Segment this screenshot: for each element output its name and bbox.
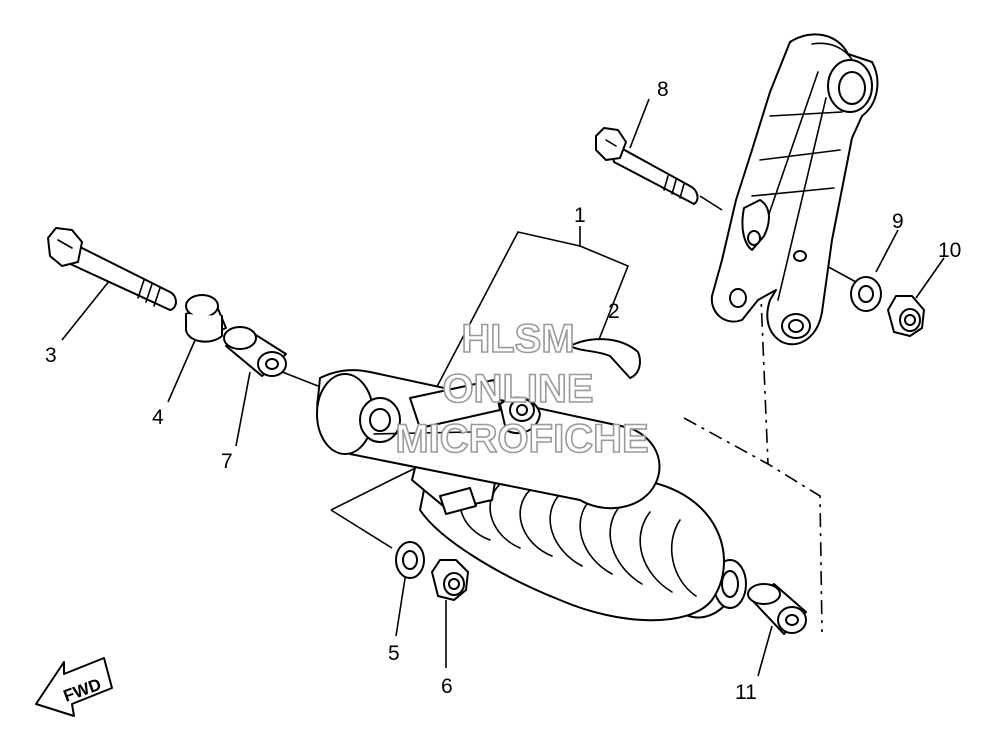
spacer-7 — [223, 326, 287, 377]
callout-4: 4 — [152, 406, 164, 429]
callout-labels: 1 2 3 4 5 6 7 8 9 10 11 — [45, 78, 961, 704]
callout-9: 9 — [892, 210, 904, 233]
bolt-8 — [595, 127, 699, 205]
callout-11: 11 — [735, 681, 757, 704]
watermark-line-1: HLSM — [461, 317, 574, 361]
collar-11 — [747, 583, 807, 635]
leader-lines — [61, 98, 945, 677]
collar-4 — [185, 294, 227, 343]
watermark: HLSM ONLINE MICROFICHE — [395, 316, 650, 462]
nut-10 — [887, 295, 925, 337]
callout-5: 5 — [388, 642, 400, 665]
washer-9 — [850, 276, 882, 312]
relay-arm — [710, 33, 879, 346]
shock-absorber — [316, 338, 747, 622]
callout-1: 1 — [574, 204, 586, 227]
callout-8: 8 — [657, 78, 669, 101]
watermark-line-2: ONLINE — [442, 367, 593, 411]
fwd-arrow-icon: FWD — [35, 657, 113, 717]
bolt-3 — [47, 227, 177, 311]
callout-3: 3 — [45, 344, 57, 367]
watermark-line-3: MICROFICHE — [395, 417, 648, 461]
washer-5 — [395, 541, 425, 579]
callout-10: 10 — [938, 239, 961, 262]
callout-6: 6 — [441, 675, 453, 698]
callout-2: 2 — [608, 300, 620, 323]
callout-7: 7 — [221, 450, 233, 473]
nut-6 — [431, 559, 469, 601]
